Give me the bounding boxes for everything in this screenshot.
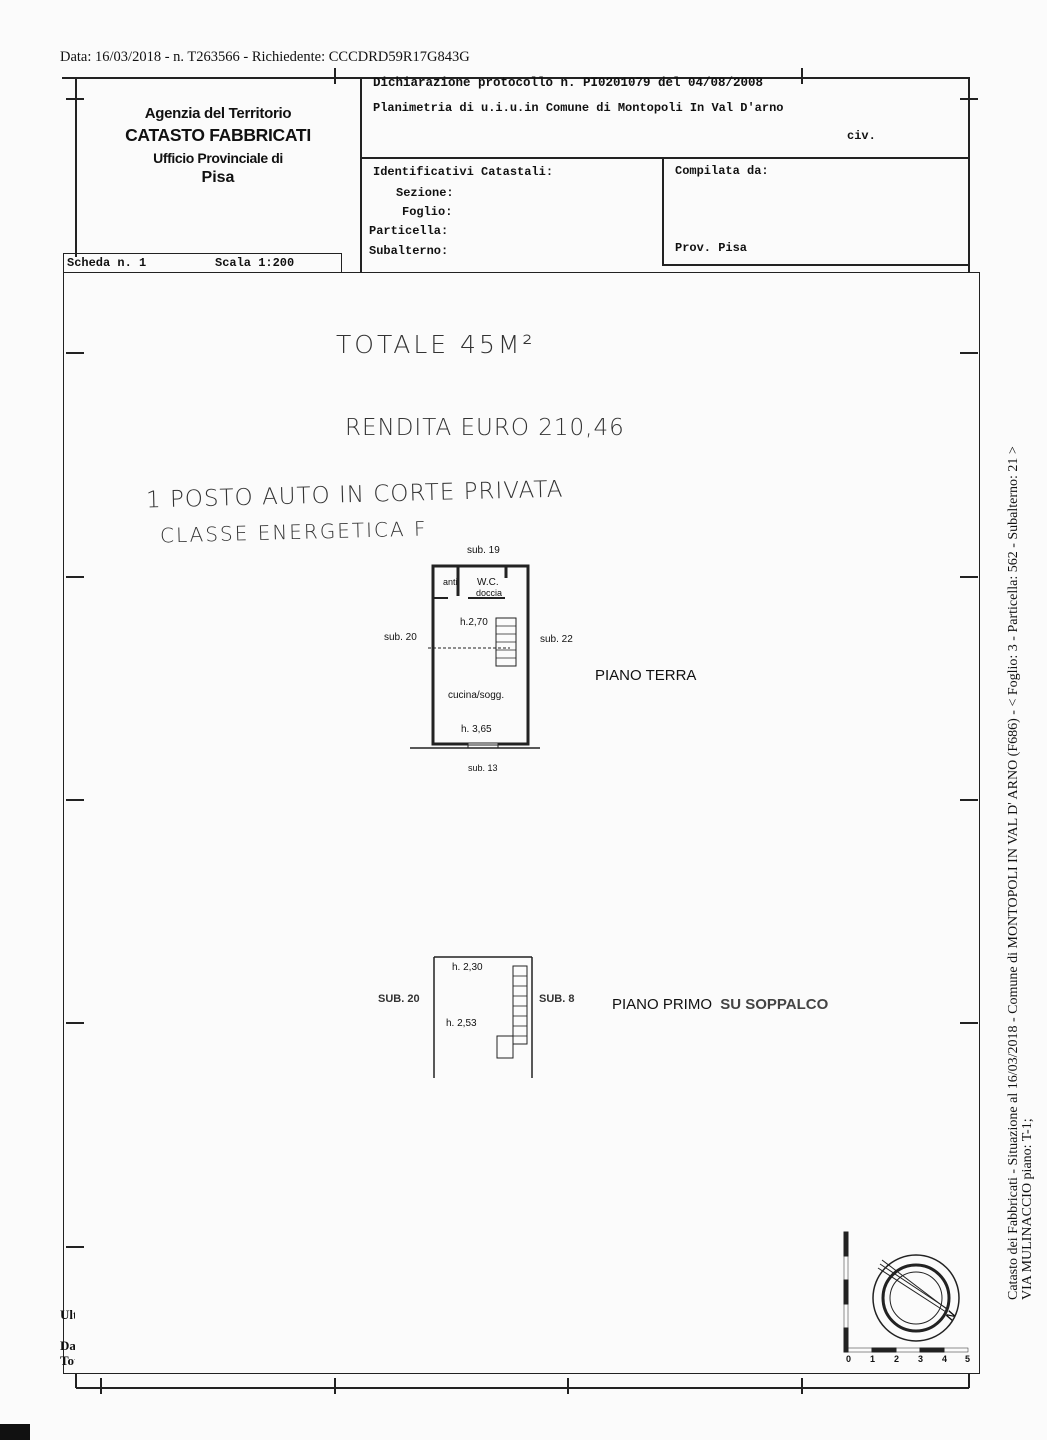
bottom-frame-right [968, 1374, 970, 1388]
office-city: Pisa [201, 169, 235, 186]
compass-icon [872, 1254, 960, 1342]
scale-tick-3: 3 [918, 1354, 924, 1364]
frame-tick [66, 799, 84, 801]
gf-sub-bottom: sub. 13 [468, 763, 498, 773]
gf-sub-top: sub. 19 [467, 545, 500, 556]
ff-height-1: h. 2,30 [452, 962, 483, 973]
ff-height-2: h. 2,53 [446, 1018, 477, 1029]
handwritten-rendita: RENDITA EURO 210,46 [345, 415, 625, 441]
frame-tick [960, 98, 978, 100]
agency-block: Agenzia del Territorio CATASTO FABBRICAT… [76, 105, 360, 187]
catasto-title: CATASTO FABBRICATI [125, 125, 311, 145]
ff-stair [512, 965, 528, 1045]
frame-tick [960, 352, 978, 354]
margin-text-tot: Tot [60, 1353, 75, 1368]
declaration-divider [360, 157, 969, 159]
top-frame-left [75, 77, 77, 257]
frame-tick [567, 1378, 569, 1394]
gf-sub-left: sub. 20 [384, 632, 417, 643]
document-header: Data: 16/03/2018 - n. T263566 - Richiede… [60, 49, 470, 65]
frame-tick [100, 1378, 102, 1394]
frame-tick [66, 98, 84, 100]
office-name: Ufficio Provinciale di [153, 150, 283, 166]
civ-label: civ. [847, 129, 876, 143]
scale-tick-4: 4 [942, 1354, 948, 1364]
frame-tick [334, 68, 336, 84]
foglio-label: Foglio: [402, 205, 453, 219]
frame-tick [66, 1022, 84, 1024]
frame-tick [801, 68, 803, 84]
gf-wc-label: W.C. [477, 577, 499, 588]
first-floor-title: PIANO PRIMO SU SOPPALCO [612, 996, 828, 1013]
ground-floor-plan [410, 564, 540, 749]
protocol-line: Dichiarazione protocollo n. PI0201079 de… [373, 76, 764, 90]
scale-bar [843, 1231, 969, 1353]
side-vertical-text: Catasto dei Fabbricati - Situazione al 1… [1006, 446, 1036, 1300]
compiled-left-border [662, 157, 664, 265]
top-frame-right [968, 77, 970, 272]
drawing-frame [63, 272, 980, 1374]
gf-door-frame [467, 742, 499, 749]
ff-landing [496, 1035, 514, 1059]
gf-room-label: cucina/sogg. [448, 690, 505, 701]
scale-tick-0: 0 [846, 1354, 852, 1364]
frame-tick [960, 576, 978, 578]
first-floor-plan [433, 956, 533, 1078]
scale-tick-5: 5 [965, 1354, 971, 1364]
frame-tick [66, 1246, 84, 1248]
compiled-title: Compilata da: [675, 164, 769, 178]
plan-line: Planimetria di u.i.u.in Comune di Montop… [373, 101, 784, 115]
bottom-frame-left [75, 1374, 77, 1388]
frame-tick [801, 1378, 803, 1394]
side-text-line-2: VIA MULINACCIO piano: T-1; [1020, 1118, 1035, 1300]
corner-mark [0, 1424, 30, 1440]
gf-doccia-label: doccia [476, 588, 503, 598]
gf-height-1: h.2,70 [460, 617, 488, 628]
declaration-left-border [360, 77, 362, 273]
margin-text-dat: Dat [60, 1338, 75, 1353]
frame-tick [66, 576, 84, 578]
gf-anti-label: anti [443, 577, 458, 587]
identifiers-title: Identificativi Catastali: [373, 165, 554, 179]
frame-tick [960, 799, 978, 801]
sezione-label: Sezione: [396, 186, 454, 200]
frame-tick [960, 1022, 978, 1024]
province-label: Prov. Pisa [675, 241, 748, 255]
ff-sub-right: SUB. 8 [539, 993, 575, 1005]
scale-tick-2: 2 [894, 1354, 900, 1364]
scale-tick-1: 1 [870, 1354, 876, 1364]
gf-height-2: h. 3,65 [461, 724, 492, 735]
ff-sub-left: SUB. 20 [378, 993, 420, 1005]
agency-name: Agenzia del Territorio [144, 105, 292, 122]
frame-tick [66, 352, 84, 354]
margin-text-ult: Ult [60, 1307, 75, 1322]
frame-tick [334, 1378, 336, 1394]
compiled-bottom [662, 264, 969, 266]
particella-label: Particella: [369, 224, 449, 238]
first-floor-extra: SU SOPPALCO [720, 996, 829, 1013]
scheda-scale: Scala 1:200 [215, 256, 295, 270]
top-frame-line [62, 77, 970, 79]
gf-sub-right: sub. 22 [540, 634, 573, 645]
subalterno-label: Subalterno: [369, 244, 449, 258]
ground-floor-title: PIANO TERRA [595, 667, 697, 684]
scheda-number: Scheda n. 1 [67, 256, 147, 270]
bottom-frame-line [76, 1387, 969, 1389]
handwritten-total: TOTALE 45M² [336, 330, 536, 359]
first-floor-label: PIANO PRIMO [612, 996, 713, 1013]
